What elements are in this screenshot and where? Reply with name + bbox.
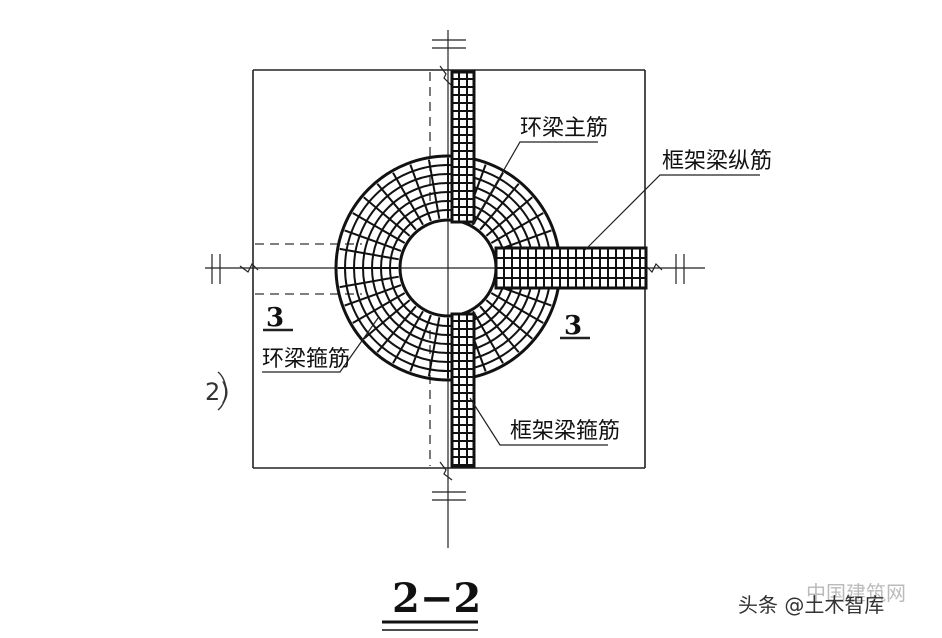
axis-circle-arc <box>217 371 227 411</box>
ring-stirrup <box>376 305 417 353</box>
ring-stirrup <box>363 196 411 237</box>
ring-stirrup <box>409 164 432 222</box>
ring-stirrup <box>339 275 399 289</box>
ring-stirrup <box>344 284 402 307</box>
ring-stirrup <box>363 299 411 340</box>
ring-stirrup <box>485 196 533 237</box>
watermark-faint: 中国建筑网 <box>806 581 906 605</box>
hidden-beam-edges <box>255 72 431 466</box>
ring-stirrup <box>339 247 399 261</box>
ring-stirrup <box>427 317 441 377</box>
axis-lines <box>205 30 705 548</box>
frame-beam-right <box>494 246 648 290</box>
section-title: 2−2 <box>392 575 481 622</box>
label-frame-stirrup: 框架梁箍筋 <box>510 419 620 444</box>
ring-stirrup <box>479 305 520 353</box>
ring-stirrup <box>392 172 424 226</box>
section-title-underline <box>382 620 478 631</box>
ring-stirrup <box>485 299 533 340</box>
ring-stirrup <box>427 159 441 219</box>
ring-stirrup <box>392 310 424 364</box>
ring-stirrup <box>479 183 520 231</box>
watermark-primary: 头条 @土木智库 <box>738 593 884 617</box>
ring-stirrup <box>472 310 504 364</box>
label-ring-main-bar: 环梁主筋 <box>520 116 608 141</box>
ring-stirrup <box>409 314 432 372</box>
ring-stirrup <box>376 183 417 231</box>
ring-stirrup <box>490 292 544 324</box>
ring-stirrup <box>490 212 544 244</box>
leader-lines <box>262 141 760 446</box>
ring-stirrup <box>344 229 402 252</box>
ring-stirrup <box>352 292 406 324</box>
label-ring-stirrup: 环梁箍筋 <box>262 347 350 372</box>
frame-beam-top-outline <box>450 70 476 224</box>
label-frame-longitudinal-bar: 框架梁纵筋 <box>662 149 772 174</box>
ring-stirrup <box>472 172 504 226</box>
section-mark-left: 3 <box>266 303 284 333</box>
ring-stirrup <box>352 212 406 244</box>
frame-beam-top <box>450 70 476 224</box>
section-mark-right: 3 <box>564 311 582 341</box>
frame-beam-bottom <box>450 312 476 468</box>
